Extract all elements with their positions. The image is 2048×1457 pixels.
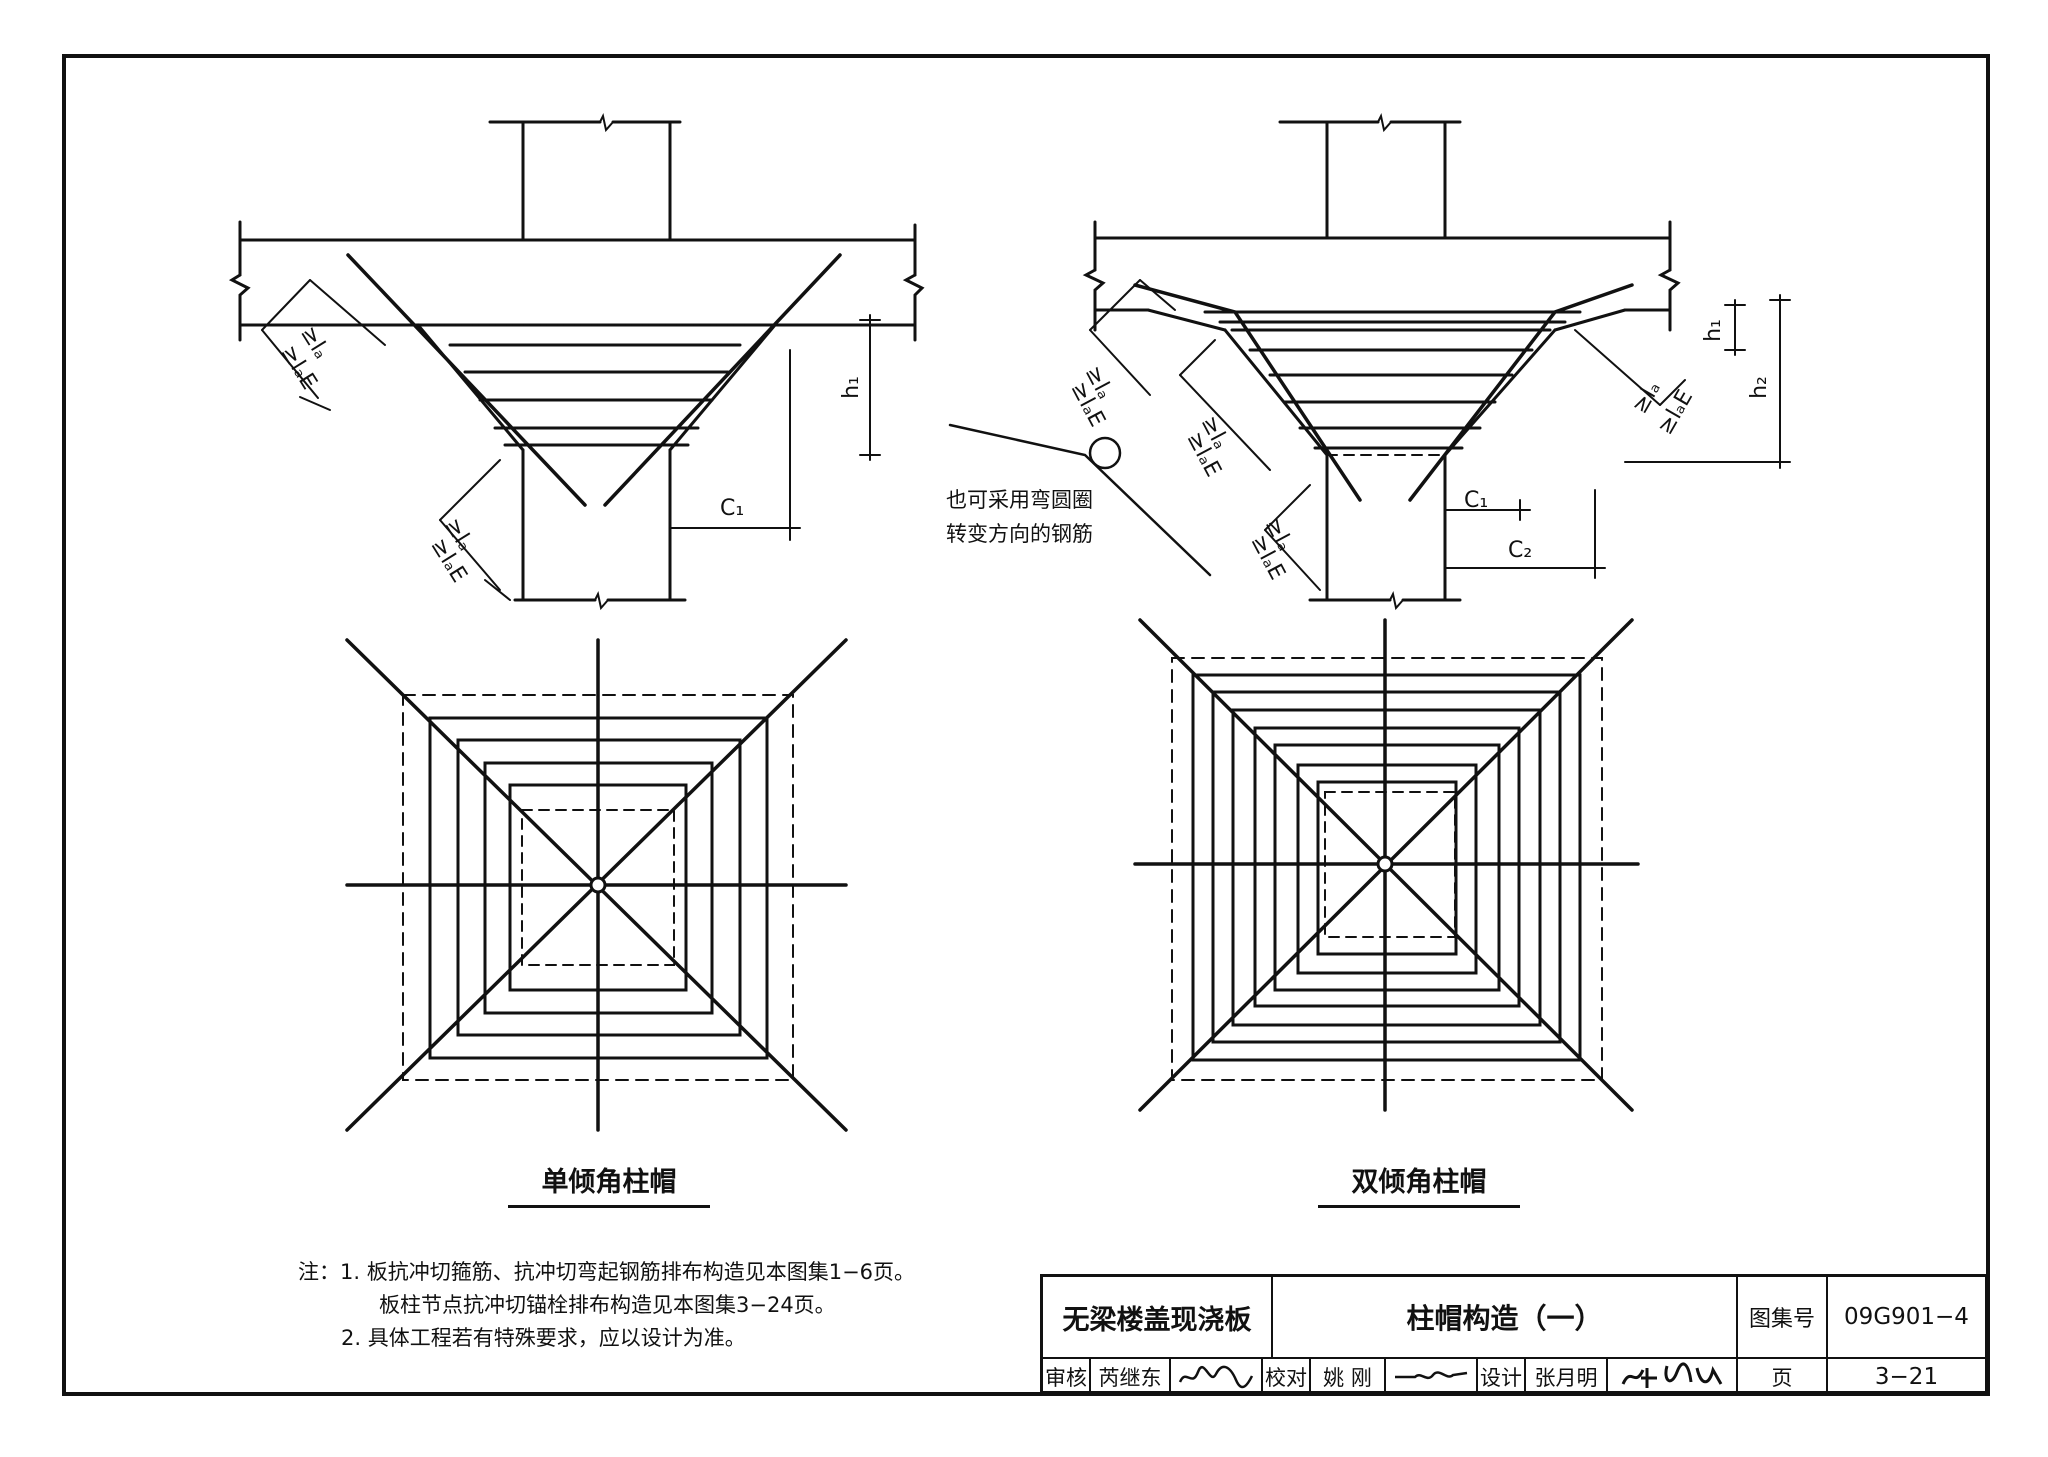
project-name: 无梁楼盖现浇板 [1043,1277,1273,1359]
designer-signature [1608,1359,1738,1394]
page-number: 3−21 [1874,1363,1939,1390]
double-slope-elevation [948,113,1791,611]
double-slope-plan [1133,618,1640,1112]
check-label: 校对 [1263,1359,1311,1394]
designer-signature-mark [1621,1361,1723,1388]
notes-line-1: 注：1. 板抗冲切箍筋、抗冲切弯起钢筋排布构造见本图集1−6页。 [298,1256,915,1289]
review-label: 审核 [1043,1359,1091,1394]
title-block: 无梁楼盖现浇板 柱帽构造（一） 图集号 09G901−4 审核 芮继东 校对 姚… [1040,1274,1988,1394]
single-slope-title: 单倾角柱帽 [508,1160,710,1208]
checker-signature-mark [1395,1370,1468,1379]
left-h1-label: h₁ [838,376,864,399]
reviewer-name: 芮继东 [1091,1359,1171,1394]
right-h2-label: h₂ [1746,376,1772,399]
single-slope-elevation [228,113,925,611]
atlas-number: 09G901−4 [1828,1277,1985,1359]
right-c2-label: C₂ [1508,538,1533,563]
right-h1-label: h₁ [1700,319,1726,342]
drawing-title: 柱帽构造（一） [1273,1277,1738,1359]
note-1b: 板柱节点抗冲切锚栓排布构造见本图集3−24页。 [379,1293,836,1317]
single-slope-plan [345,638,848,1132]
callout-line-2: 转变方向的钢筋 [946,522,1093,546]
notes-prefix: 注： [298,1260,340,1284]
right-c1-label: C₁ [1464,488,1489,513]
note-2: 2. 具体工程若有特殊要求，应以设计为准。 [341,1326,746,1350]
note-1: 1. 板抗冲切箍筋、抗冲切弯起钢筋排布构造见本图集1−6页。 [340,1260,916,1284]
reviewer-signature [1171,1359,1263,1394]
checker-signature [1386,1359,1478,1394]
atlas-label: 图集号 [1738,1277,1828,1359]
checker-name: 姚 刚 [1311,1359,1386,1394]
reviewer-signature-mark [1178,1365,1254,1388]
designer-name: 张月明 [1526,1359,1608,1394]
callout-line-1: 也可采用弯圆圈 [946,488,1093,512]
double-slope-title: 双倾角柱帽 [1318,1160,1520,1208]
page-label: 页 [1738,1359,1828,1394]
bent-ring-callout: 也可采用弯圆圈 转变方向的钢筋 [946,483,1093,551]
design-label: 设计 [1478,1359,1526,1394]
notes: 注：1. 板抗冲切箍筋、抗冲切弯起钢筋排布构造见本图集1−6页。 板柱节点抗冲切… [298,1256,915,1355]
sheet-frame [62,54,1990,1396]
left-c1-label: C₁ [720,496,745,521]
